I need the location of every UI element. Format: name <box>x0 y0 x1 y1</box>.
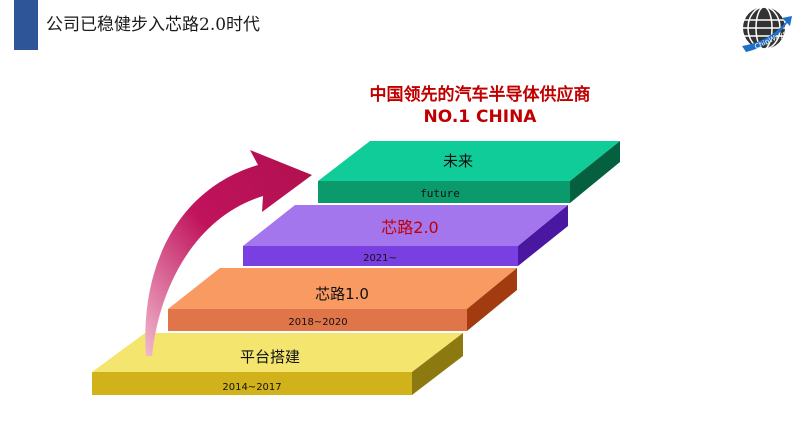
step-3-label: 芯路2.0 <box>381 218 438 237</box>
step-1-years: 2014~2017 <box>222 382 281 393</box>
page-title: 公司已稳健步入芯路2.0时代 <box>46 15 261 35</box>
step-4-label: 未来 <box>443 152 473 170</box>
step-3-years: 2021~ <box>363 253 397 264</box>
step-2: 芯路1.0 2018~2020 <box>168 268 517 331</box>
step-3: 芯路2.0 2021~ <box>243 205 568 266</box>
step-1: 平台搭建 2014~2017 <box>92 333 463 395</box>
growth-arrow <box>145 150 312 356</box>
step-2-years: 2018~2020 <box>288 317 347 328</box>
headline-line1: 中国领先的汽车半导体供应商 <box>369 85 591 105</box>
step-4: 未来 future <box>318 141 620 203</box>
headline-line2: NO.1 CHINA <box>423 107 537 127</box>
title-accent-bar <box>14 0 38 50</box>
chipways-logo: ChipWays <box>742 6 792 52</box>
step-2-label: 芯路1.0 <box>315 285 369 303</box>
step-4-years: future <box>420 187 460 200</box>
step-1-label: 平台搭建 <box>240 348 300 366</box>
headline: 中国领先的汽车半导体供应商 NO.1 CHINA <box>300 84 660 128</box>
